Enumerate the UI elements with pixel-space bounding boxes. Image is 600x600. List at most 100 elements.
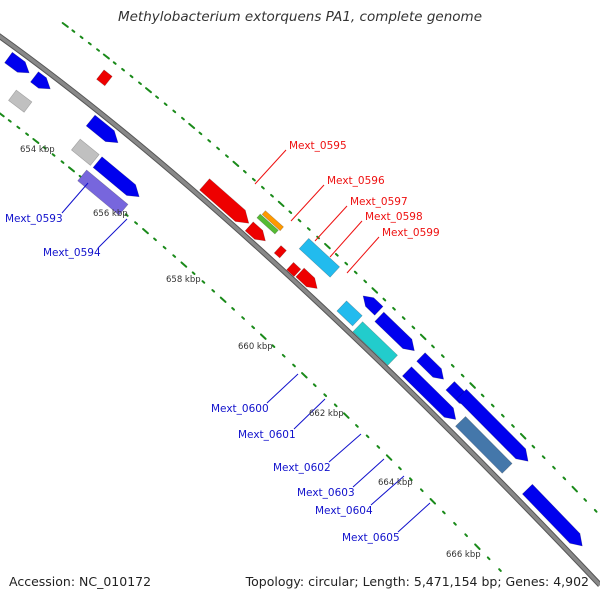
outer-tick [519,432,527,440]
outer-tick [121,67,126,72]
inner-tick [342,412,350,419]
leader-layer [61,149,431,533]
gene-feature [85,114,119,144]
outer-tick [363,279,368,284]
gene-label-blue: Mext_0604 [315,505,373,517]
inner-tick [281,353,286,358]
genome-backbone [0,34,600,587]
label-leader-line [293,398,326,430]
gene-feature [352,321,398,366]
inner-tick [442,510,446,515]
gene-feature [30,71,51,90]
label-leader-line [254,149,287,185]
outer-tick [392,306,396,311]
inner-tick [241,316,245,320]
inner-tick [219,296,227,303]
outer-tick [490,403,495,408]
inner-tick [211,289,216,293]
label-leader-line [352,458,385,488]
gene-feature [273,245,287,259]
label-leader-line [397,502,431,533]
outer-tick [334,252,339,257]
gene-feature [362,295,384,316]
inner-tick [16,125,21,130]
inner-tick [301,372,308,379]
inner-tick [180,261,188,268]
gene-label-blue: Mext_0605 [342,532,400,544]
gene-label-red: Mext_0597 [350,196,408,208]
outer-tick [71,29,76,33]
outer-tick [87,41,92,46]
inner-tick [201,280,206,284]
outer-tick [232,160,240,167]
outer-tick [382,297,387,302]
gene-label-red: Mext_0598 [365,211,423,223]
outer-tick [480,393,485,398]
gene-feature [455,416,513,474]
outer-tick [61,22,69,28]
gene-feature [401,366,457,420]
inner-tick [51,153,56,157]
gene-feature [244,221,266,242]
outer-tick [96,48,100,52]
gene-feature [295,267,318,289]
outer-tick [419,333,427,341]
inner-tick [7,119,12,123]
gene-feature [8,89,33,113]
outer-tick [450,363,455,368]
outer-tick [552,465,556,470]
ruler-label: 662 kbp [309,409,344,419]
ruler-label: 664 kbp [378,478,413,488]
gene-label-blue: Mext_0601 [238,429,296,441]
gene-feature [199,178,250,224]
outer-tick [344,261,349,266]
inner-tick [153,237,157,242]
inner-tick [67,166,75,173]
outer-tick [138,81,142,85]
gene-feature [261,210,284,232]
genome-summary: Topology: circular; Length: 5,471,154 bp… [245,574,589,589]
outer-tick [129,74,134,79]
genome-backbone-shadow [0,33,600,587]
inner-tick [172,254,177,258]
outer-tick [277,200,285,208]
outer-tick [79,35,84,40]
outer-tick [593,508,598,513]
inner-tick [142,228,149,235]
inner-tick [292,363,296,368]
label-leader-line [314,205,348,242]
inner-tick [323,393,328,398]
outer-tick [460,373,465,378]
inner-tick [333,403,338,408]
gene-label-red: Mext_0599 [382,227,440,239]
gene-feature [70,138,100,166]
outer-tick [306,227,311,231]
outer-tick [155,95,159,99]
inner-tick [398,466,402,471]
accession-text: Accession: NC_010172 [9,574,152,589]
gene-feature [298,237,341,278]
outer-tick [261,185,265,190]
inner-tick [0,112,5,118]
outer-tick [353,270,358,275]
inner-tick [453,521,457,526]
inner-tick [474,543,481,550]
outer-tick [411,325,416,330]
outer-tick [270,193,274,198]
outer-tick [562,476,567,481]
ruler-label: 660 kbp [238,342,273,352]
inner-tick [42,146,47,150]
gene-feature [374,311,415,352]
gene-feature [416,352,444,380]
inner-tick [464,533,468,538]
outer-tick [181,116,185,121]
outer-tick [531,444,536,449]
inner-tick [419,488,424,493]
label-leader-line [61,182,89,214]
outer-tick [541,455,546,459]
outer-tick [216,146,220,151]
outer-tick [288,210,293,214]
outer-tick [112,61,117,65]
gene-label-blue: Mext_0593 [5,213,63,225]
